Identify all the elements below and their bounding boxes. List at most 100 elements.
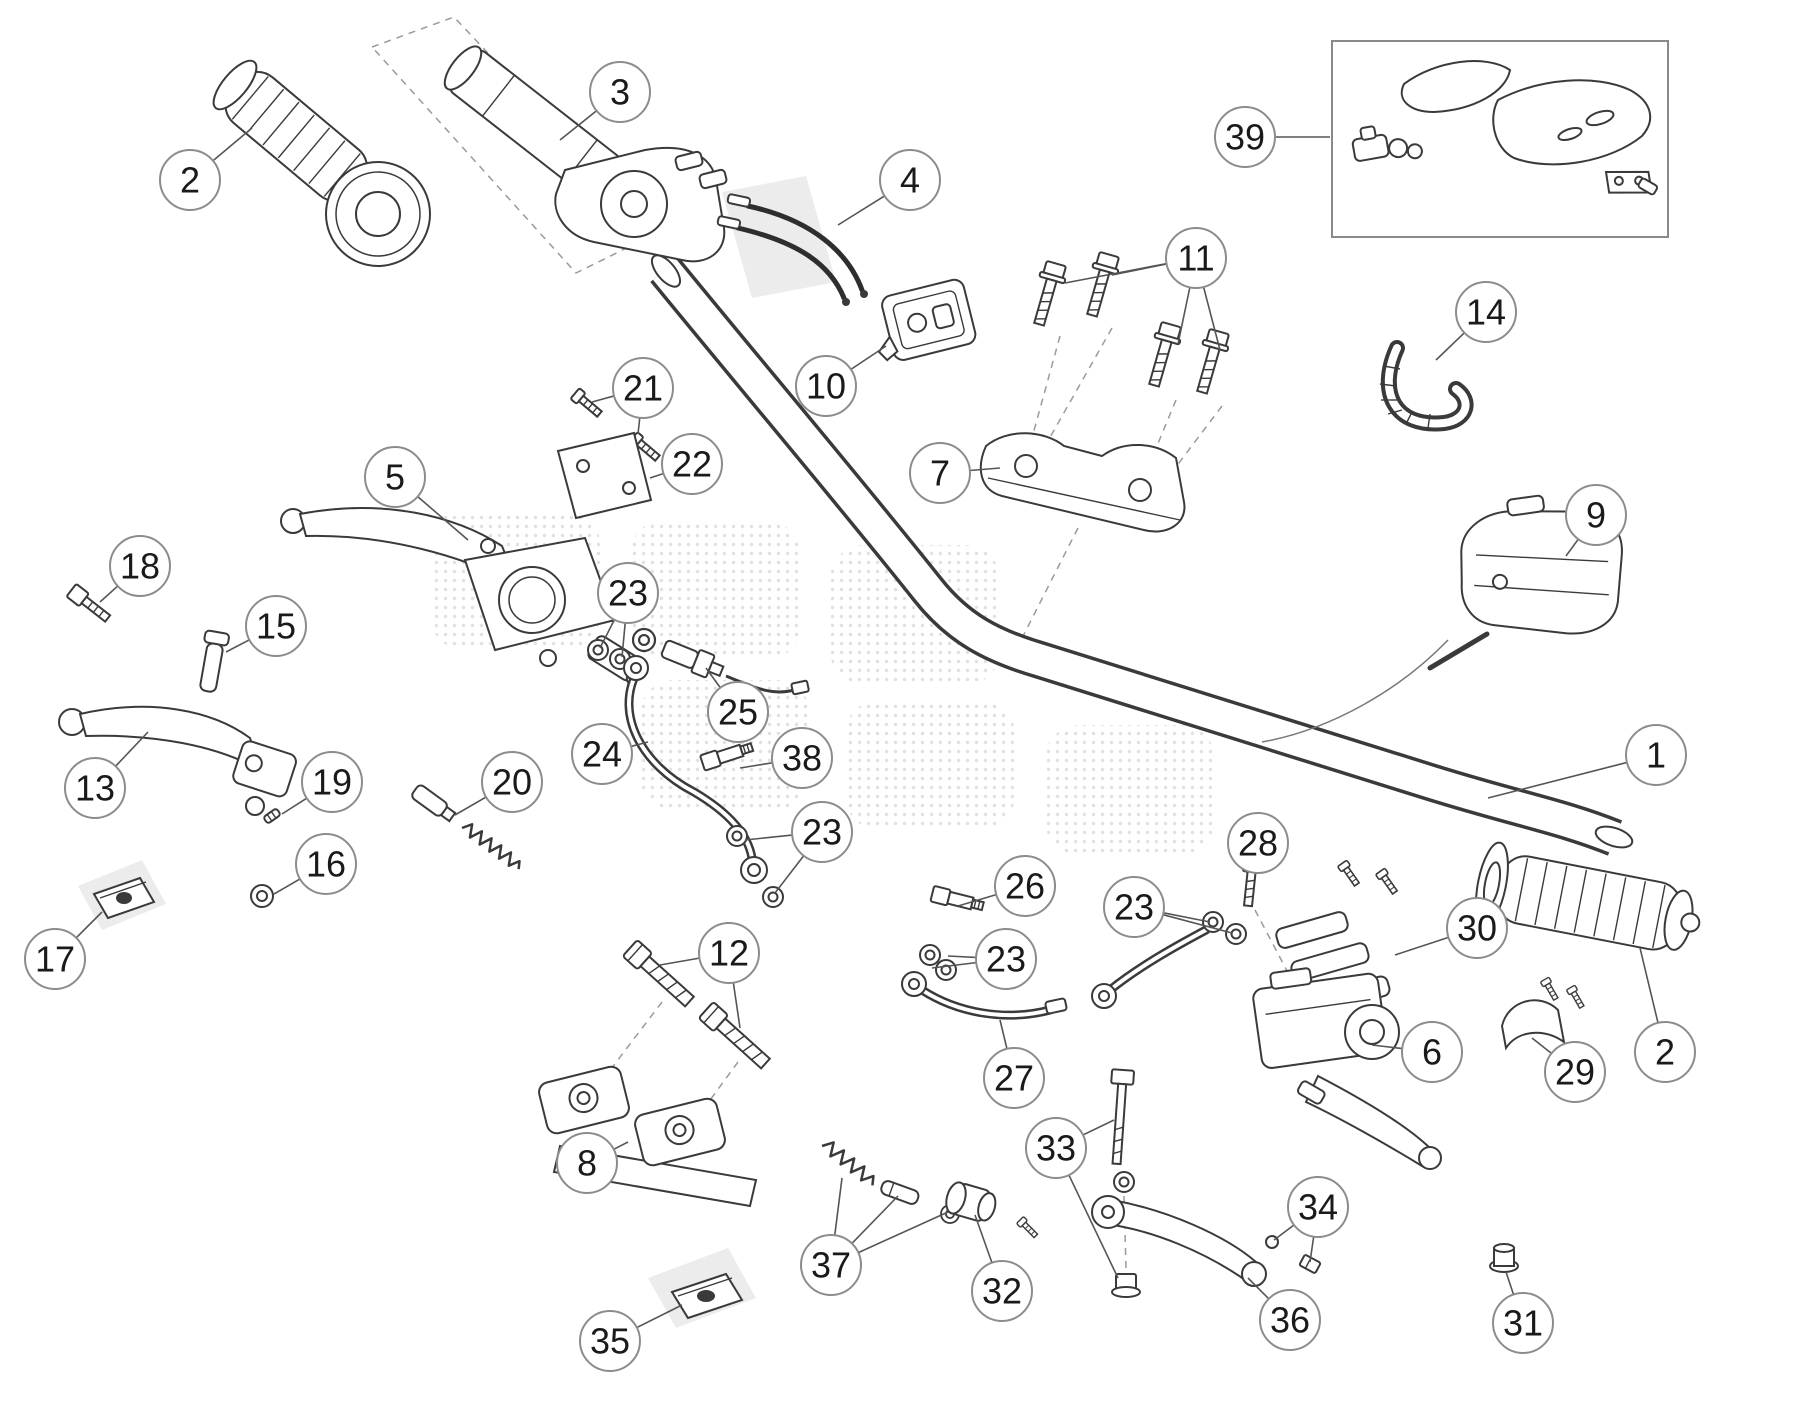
callout-circle[interactable]: [301, 751, 363, 813]
callout-circle[interactable]: [245, 595, 307, 657]
callout-circle[interactable]: [771, 727, 833, 789]
callout-9[interactable]: 9: [1565, 484, 1627, 557]
callout-16[interactable]: 16: [273, 833, 357, 895]
callout-21[interactable]: 21: [591, 357, 674, 435]
callout-number: 23: [1114, 887, 1154, 928]
halftone-watermark: [430, 510, 1215, 855]
callout-8[interactable]: 8: [556, 1132, 629, 1194]
callout-2[interactable]: 2: [159, 127, 253, 211]
callout-36[interactable]: 36: [1247, 1277, 1321, 1351]
callout-13[interactable]: 13: [64, 731, 149, 819]
callout-23[interactable]: 23: [744, 801, 853, 894]
callout-circle[interactable]: [295, 833, 357, 895]
part-grip-left: [212, 59, 431, 267]
callout-23[interactable]: 23: [1103, 876, 1233, 938]
callout-number: 5: [385, 457, 405, 498]
callout-6[interactable]: 6: [1371, 1021, 1463, 1083]
callout-circle[interactable]: [791, 801, 853, 863]
callout-31[interactable]: 31: [1492, 1271, 1554, 1354]
callout-leader: [454, 796, 487, 816]
callout-37[interactable]: 37: [800, 1177, 949, 1296]
callout-29[interactable]: 29: [1531, 1037, 1606, 1103]
callout-circle[interactable]: [1287, 1176, 1349, 1238]
callout-33[interactable]: 33: [1025, 1117, 1119, 1279]
callout-circle[interactable]: [909, 442, 971, 504]
callout-15[interactable]: 15: [225, 595, 307, 657]
callout-number: 9: [1586, 495, 1606, 536]
callout-11[interactable]: 11: [1064, 227, 1227, 351]
callout-leader: [851, 1195, 899, 1245]
callout-34[interactable]: 34: [1273, 1176, 1349, 1263]
callout-circle[interactable]: [64, 757, 126, 819]
callout-circle[interactable]: [1401, 1021, 1463, 1083]
callout-39[interactable]: 39: [1214, 106, 1330, 168]
callout-18[interactable]: 18: [99, 535, 171, 603]
callout-circle[interactable]: [1565, 484, 1627, 546]
callout-circle[interactable]: [661, 433, 723, 495]
callout-20[interactable]: 20: [454, 751, 543, 816]
callout-circle[interactable]: [1165, 227, 1227, 289]
callout-circle[interactable]: [975, 928, 1037, 990]
callout-circle[interactable]: [1455, 281, 1517, 343]
callout-circle[interactable]: [698, 922, 760, 984]
callout-number: 11: [1177, 238, 1214, 279]
callout-circle[interactable]: [24, 928, 86, 990]
callout-14[interactable]: 14: [1435, 281, 1517, 361]
callout-23[interactable]: 23: [931, 928, 1037, 990]
callout-4[interactable]: 4: [837, 149, 941, 226]
part-adjuster-32: [945, 1181, 1041, 1241]
callout-leader: [637, 417, 641, 435]
callout-30[interactable]: 30: [1394, 897, 1508, 959]
callout-circle[interactable]: [597, 562, 659, 624]
callout-1[interactable]: 1: [1487, 724, 1687, 799]
callout-circle[interactable]: [364, 446, 426, 508]
callout-27[interactable]: 27: [983, 1019, 1045, 1109]
callout-32[interactable]: 32: [971, 1214, 1033, 1322]
callout-7[interactable]: 7: [909, 442, 1001, 504]
callout-17[interactable]: 17: [24, 911, 103, 990]
callout-circle[interactable]: [994, 855, 1056, 917]
callout-12[interactable]: 12: [659, 922, 760, 1029]
callout-circle[interactable]: [589, 61, 651, 123]
callout-26[interactable]: 26: [957, 855, 1056, 917]
callout-3[interactable]: 3: [559, 61, 651, 141]
callout-circle[interactable]: [1492, 1292, 1554, 1354]
callout-number: 12: [709, 933, 749, 974]
callout-circle[interactable]: [795, 355, 857, 417]
callout-circle[interactable]: [983, 1047, 1045, 1109]
callout-circle[interactable]: [1227, 812, 1289, 874]
callout-38[interactable]: 38: [739, 727, 833, 789]
callout-23[interactable]: 23: [597, 562, 659, 658]
callout-circle[interactable]: [579, 1310, 641, 1372]
callout-circle[interactable]: [556, 1132, 618, 1194]
callout-28[interactable]: 28: [1227, 812, 1289, 874]
callout-2[interactable]: 2: [1634, 947, 1696, 1083]
callout-circle[interactable]: [707, 681, 769, 743]
callout-5[interactable]: 5: [364, 446, 469, 541]
callout-22[interactable]: 22: [649, 433, 723, 495]
callout-circle[interactable]: [879, 149, 941, 211]
callout-24[interactable]: 24: [571, 723, 649, 785]
callout-circle[interactable]: [1634, 1021, 1696, 1083]
part-brake-master-cylinder-front: [280, 507, 645, 684]
callout-circle[interactable]: [571, 723, 633, 785]
callout-circle[interactable]: [481, 751, 543, 813]
callout-circle[interactable]: [971, 1260, 1033, 1322]
callout-10[interactable]: 10: [795, 345, 887, 417]
callout-circle[interactable]: [1544, 1041, 1606, 1103]
callout-35[interactable]: 35: [579, 1304, 683, 1372]
callout-circle[interactable]: [1025, 1117, 1087, 1179]
callout-circle[interactable]: [109, 535, 171, 597]
callout-19[interactable]: 19: [281, 751, 363, 815]
callout-circle[interactable]: [159, 149, 221, 211]
callout-circle[interactable]: [1103, 876, 1165, 938]
callout-leader: [212, 127, 253, 162]
callout-circle[interactable]: [612, 357, 674, 419]
callout-circle[interactable]: [1214, 106, 1276, 168]
callout-circle[interactable]: [800, 1234, 862, 1296]
callout-25[interactable]: 25: [705, 667, 769, 743]
callout-circle[interactable]: [1259, 1289, 1321, 1351]
callout-circle[interactable]: [1446, 897, 1508, 959]
callout-circle[interactable]: [1625, 724, 1687, 786]
